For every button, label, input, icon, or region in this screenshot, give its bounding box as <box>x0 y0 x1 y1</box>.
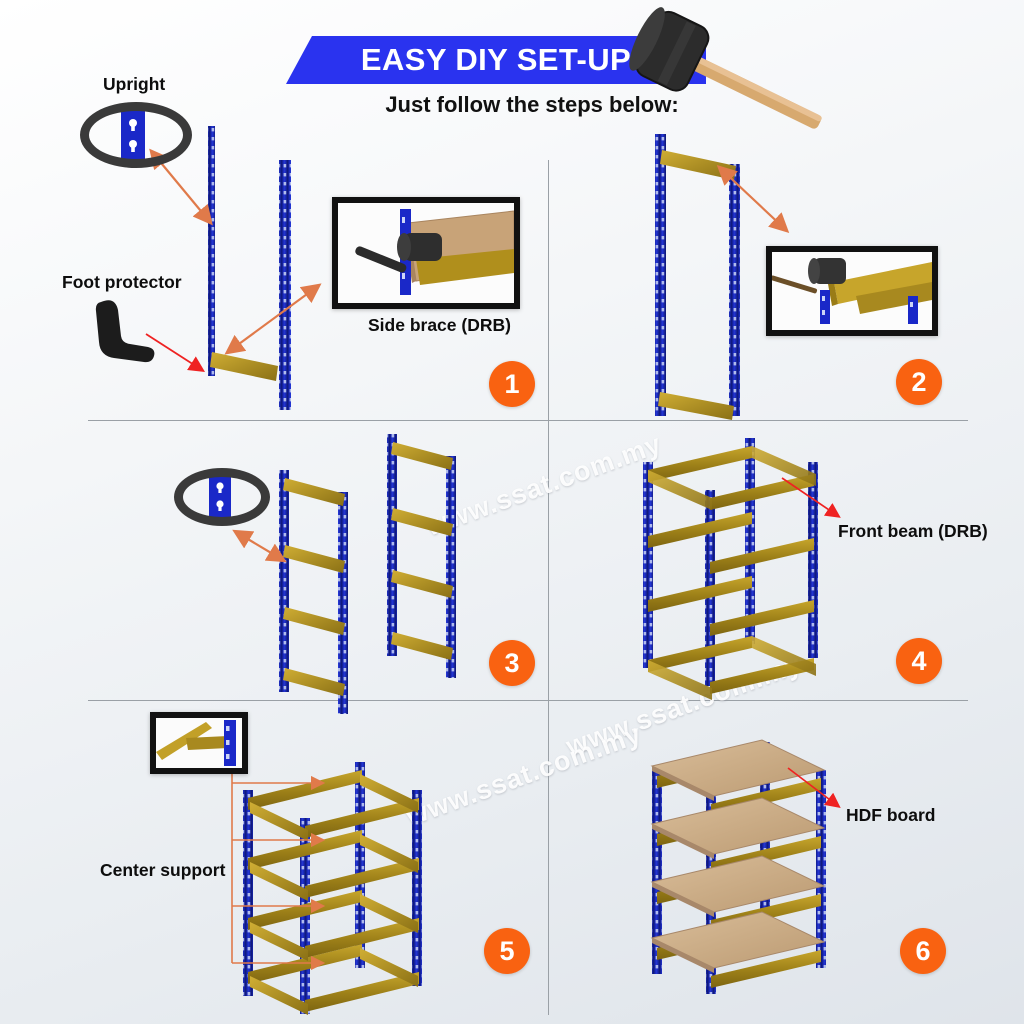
label-side-brace: Side brace (DRB) <box>368 315 511 335</box>
label-foot-protector: Foot protector <box>62 272 182 292</box>
step-badge-4: 4 <box>896 638 942 684</box>
hdf-board-panel <box>650 739 826 801</box>
banner-title: EASY DIY SET-UP <box>360 42 632 77</box>
foot-protector-icon <box>95 300 155 363</box>
mallet-striking-side-brace-photo <box>338 203 514 303</box>
side-brace-photo-inset <box>332 197 520 309</box>
step5-assembly <box>231 760 422 1015</box>
step3-frames <box>232 434 456 714</box>
step-badge-3: 3 <box>489 640 535 686</box>
mallet-striking-beam-photo <box>772 252 932 330</box>
keyhole-slot-icon <box>129 119 137 152</box>
label-hdf-board: HDF board <box>846 805 936 825</box>
step4-assembly <box>643 438 841 700</box>
divider-vertical <box>548 160 550 1015</box>
label-center-support: Center support <box>100 860 226 880</box>
rubber-mallet-icon <box>629 7 822 129</box>
keyhole-slot-icon <box>216 482 224 511</box>
beam-photo-inset <box>766 246 938 336</box>
step1-parts <box>95 126 322 410</box>
center-support-photo-inset <box>150 712 248 774</box>
step-badge-2: 2 <box>896 359 942 405</box>
hdf-board-panel <box>650 797 826 859</box>
step6-assembly <box>650 739 841 994</box>
divider-horizontal-top <box>88 420 968 422</box>
header-subtitle: Just follow the steps below: <box>385 92 679 117</box>
step-badge-1: 1 <box>489 361 535 407</box>
hdf-board-panel <box>650 911 826 973</box>
label-upright: Upright <box>103 74 166 94</box>
divider-horizontal-bottom <box>88 700 968 702</box>
label-front-beam: Front beam (DRB) <box>838 521 988 541</box>
step-badge-6: 6 <box>900 928 946 974</box>
center-support-joint-photo <box>156 718 242 768</box>
hdf-board-panel <box>650 855 826 917</box>
step-badge-5: 5 <box>484 928 530 974</box>
step2-frame <box>655 134 790 420</box>
